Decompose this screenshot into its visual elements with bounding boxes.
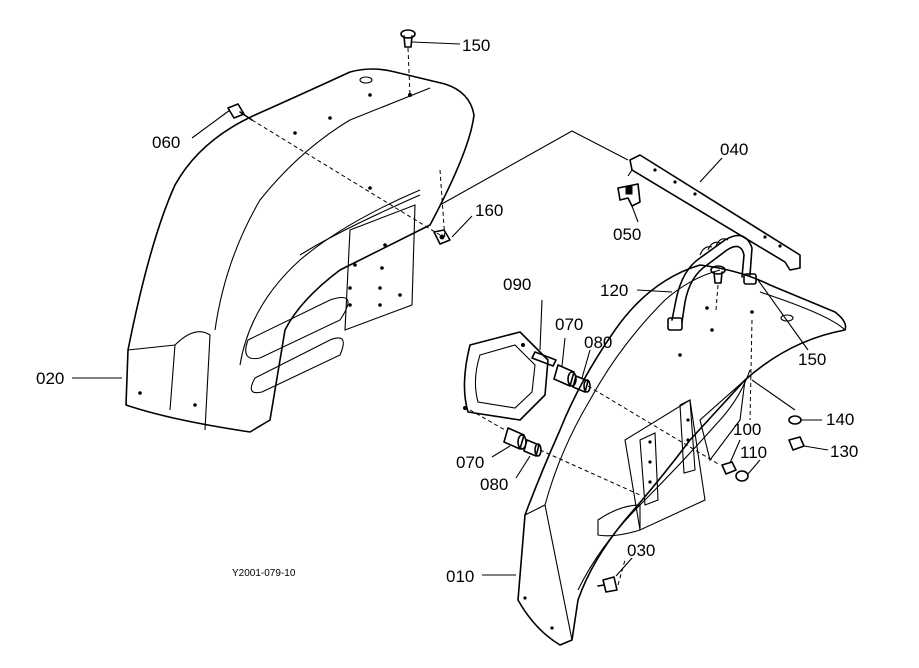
- right-fender-010: [517, 264, 847, 646]
- callout-150-top: 150: [462, 36, 490, 55]
- callout-150-right: 150: [798, 350, 826, 369]
- callout-040: 040: [720, 140, 748, 159]
- collar-080-upper: [572, 375, 591, 393]
- callout-labels: 150 060 160 040 050 090 070 080 120 150 …: [36, 36, 858, 586]
- callout-020: 020: [36, 369, 64, 388]
- callout-030: 030: [627, 541, 655, 560]
- callout-070-lower: 070: [456, 453, 484, 472]
- callout-080-upper: 080: [584, 333, 612, 352]
- plate-090: [463, 331, 549, 421]
- callout-010: 010: [446, 567, 474, 586]
- drawing-code: Y2001-079-10: [232, 568, 296, 579]
- washer-140: [788, 415, 802, 425]
- callout-110: 110: [740, 443, 767, 462]
- spacer-070-lower: [503, 427, 527, 450]
- callout-140: 140: [826, 410, 854, 429]
- washer-110: [735, 470, 749, 482]
- grommet-150-right: [710, 265, 726, 284]
- callout-100: 100: [733, 420, 761, 439]
- left-fender-020: [125, 68, 475, 433]
- callout-050: 050: [613, 225, 641, 244]
- spacer-070-upper: [553, 364, 577, 387]
- grip-120: [667, 234, 757, 331]
- clamp-050: [617, 183, 641, 207]
- callout-090: 090: [503, 275, 531, 294]
- grommet-150-top: [400, 29, 416, 48]
- leader-lines: [72, 41, 829, 577]
- callout-130: 130: [830, 442, 858, 461]
- bolt-060: [227, 103, 253, 121]
- assembly-lines: [251, 47, 796, 586]
- callout-070-upper: 070: [555, 315, 583, 334]
- nut-160: [433, 229, 451, 245]
- nut-100: [721, 461, 737, 475]
- callout-060: 060: [152, 133, 180, 152]
- nut-130: [788, 436, 805, 451]
- callout-080-lower: 080: [480, 475, 508, 494]
- callout-120: 120: [600, 281, 628, 300]
- bolt-030: [597, 576, 618, 593]
- brace-040: [627, 154, 801, 271]
- callout-160: 160: [475, 201, 503, 220]
- collar-080-lower: [523, 439, 542, 457]
- pin-090-shaft: [531, 351, 557, 367]
